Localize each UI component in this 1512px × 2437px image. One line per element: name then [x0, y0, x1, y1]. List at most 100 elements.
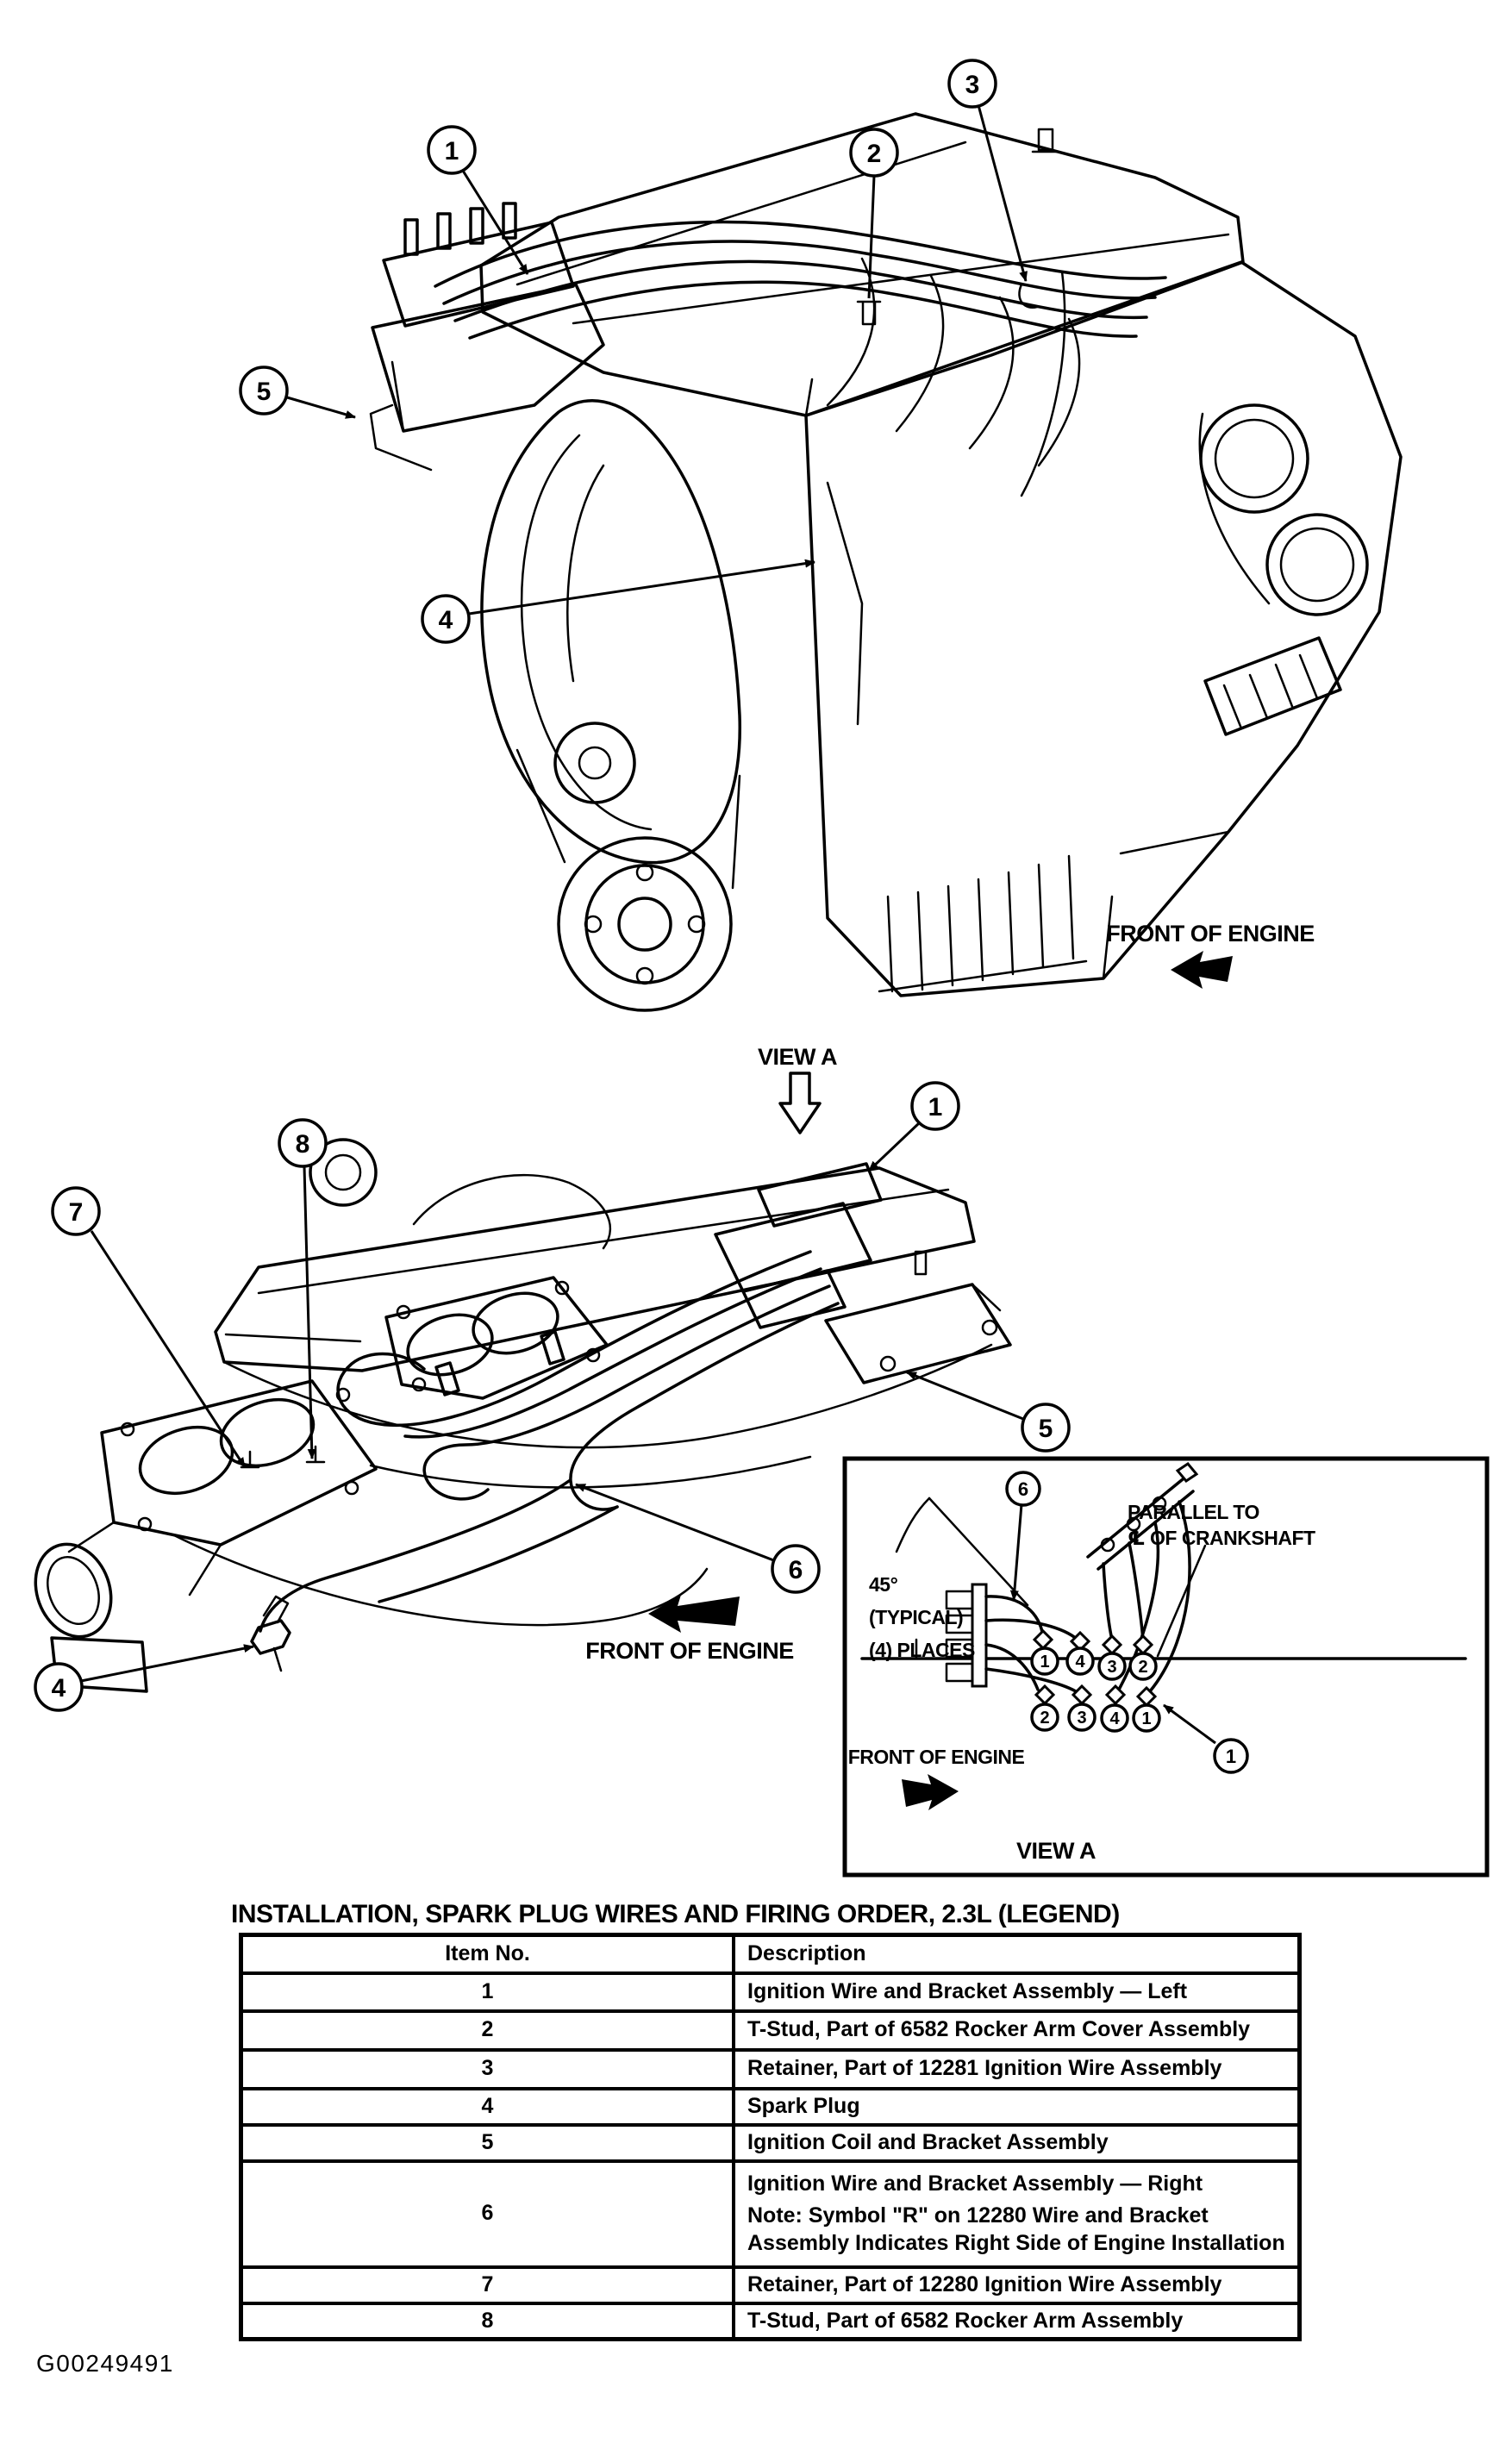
firing-num-right-top-1: 2	[1138, 1658, 1147, 1677]
callout-4-middle: 4	[34, 1644, 254, 1712]
firing-num-left-top-1: 4	[1075, 1653, 1085, 1672]
table-row: 3 Retainer, Part of 12281 Ignition Wire …	[239, 2047, 1302, 2090]
legend-description: T-Stud, Part of 6582 Rocker Arm Assembly	[732, 2301, 1302, 2341]
table-row: 5 Ignition Coil and Bracket Assembly	[239, 2122, 1302, 2163]
legend-description-note: Note: Symbol "R" on 12280 Wire and Brack…	[747, 2203, 1285, 2255]
table-row: 1 Ignition Wire and Bracket Assembly — L…	[239, 1971, 1302, 2013]
legend-col-description: Description	[732, 1933, 1302, 1975]
callout-7-middle: 7	[51, 1186, 247, 1468]
callout-1-middle: 1	[867, 1081, 960, 1172]
angle-note-line1: 45°	[869, 1573, 898, 1596]
callout-3-top-number: 3	[965, 71, 980, 99]
callout-5-middle-number: 5	[1039, 1415, 1053, 1443]
table-row: 7 Retainer, Part of 12280 Ignition Wire …	[239, 2265, 1302, 2305]
callout-6-inset: 6	[1005, 1471, 1041, 1601]
firing-num-left-bottom-0: 2	[1040, 1709, 1049, 1728]
legend-item-no: 8	[239, 2301, 735, 2341]
callout-5-top: 5	[239, 366, 356, 419]
legend-description: Ignition Wire and Bracket Assembly — Lef…	[732, 1971, 1302, 2013]
inset-front-of-engine-arrow-icon	[902, 1774, 959, 1810]
middle-front-of-engine-label: FRONT OF ENGINE	[585, 1638, 794, 1664]
table-row: 4 Spark Plug	[239, 2086, 1302, 2127]
callout-1-top: 1	[427, 125, 529, 275]
callout-6-middle-number: 6	[789, 1556, 803, 1584]
callout-4-top-number: 4	[439, 606, 453, 634]
callout-2-top-number: 2	[867, 140, 882, 168]
legend-item-no: 5	[239, 2122, 735, 2163]
angle-note-line3: (4) PLACES	[869, 1639, 975, 1661]
callout-6-middle: 6	[575, 1483, 821, 1594]
legend-description: Ignition Coil and Bracket Assembly	[732, 2122, 1302, 2163]
figure-code: G00249491	[36, 2350, 174, 2377]
left-wire-bracket	[945, 1583, 988, 1688]
firing-num-right-top-0: 3	[1107, 1658, 1116, 1677]
callout-4-top: 4	[421, 559, 815, 644]
callout-5-middle: 5	[906, 1371, 1071, 1453]
angle-reference-line	[928, 1497, 1029, 1607]
top-engine-illustration	[369, 112, 1403, 1012]
parallel-note-line1: PARALLEL TO	[1128, 1501, 1259, 1523]
legend-item-no: 7	[239, 2265, 735, 2305]
legend-description: Spark Plug	[732, 2086, 1302, 2127]
inset-front-of-engine-label: FRONT OF ENGINE	[848, 1746, 1025, 1768]
legend-table-container: Item No. Description 1 Ignition Wire and…	[239, 1933, 1302, 2341]
table-row: 2 T-Stud, Part of 6582 Rocker Arm Cover …	[239, 2009, 1302, 2052]
callout-8-middle-number: 8	[296, 1130, 310, 1159]
callout-1-middle-number: 1	[928, 1093, 943, 1122]
firing-num-left-top-0: 1	[1040, 1653, 1049, 1672]
callout-3-top: 3	[947, 59, 1028, 282]
legend-item-no: 3	[239, 2047, 735, 2090]
angle-arc	[895, 1497, 931, 1553]
ignition-coil-bracket-left	[369, 202, 605, 472]
inset-view-a-caption: VIEW A	[1016, 1838, 1096, 1864]
callout-2-top: 2	[849, 128, 899, 299]
top-front-of-engine-label: FRONT OF ENGINE	[1106, 921, 1315, 947]
legend-item-no: 1	[239, 1971, 735, 2013]
callout-7-middle-number: 7	[69, 1198, 84, 1227]
callout-1-inset: 1	[1163, 1703, 1249, 1774]
legend-item-no: 2	[239, 2009, 735, 2052]
legend-description: Retainer, Part of 12280 Ignition Wire As…	[732, 2265, 1302, 2305]
ignition-wires-draped	[259, 1250, 840, 1633]
callout-6-inset-number: 6	[1018, 1478, 1028, 1500]
callout-1-top-number: 1	[445, 137, 459, 166]
view-a-down-arrow-icon	[778, 1072, 822, 1134]
firing-order-numbers: 1 4 2 3 3 2 4 1	[1030, 1647, 1161, 1733]
engine-block-right	[804, 260, 1403, 997]
legend-description-main: Ignition Wire and Bracket Assembly — Rig…	[747, 2171, 1203, 2196]
aux-pulley	[553, 722, 636, 804]
callout-8-middle: 8	[278, 1118, 328, 1459]
crank-pulley	[515, 748, 741, 1012]
legend-table: Item No. Description 1 Ignition Wire and…	[239, 1933, 1302, 2341]
spark-plug	[250, 1595, 291, 1672]
view-a-pointer-label: VIEW A	[758, 1044, 837, 1070]
parallel-note-line2: ℄ OF CRANKSHAFT	[1128, 1527, 1315, 1549]
timing-belt-cover	[480, 399, 741, 865]
angle-note-line2: (TYPICAL)	[869, 1606, 963, 1628]
firing-num-left-bottom-1: 3	[1077, 1709, 1086, 1728]
intake-flanges	[67, 1276, 609, 1597]
legend-description: T-Stud, Part of 6582 Rocker Arm Cover As…	[732, 2009, 1302, 2052]
legend-col-item-no: Item No.	[239, 1933, 735, 1975]
table-row: 8 T-Stud, Part of 6582 Rocker Arm Assemb…	[239, 2301, 1302, 2341]
view-a-inset: 1 4 2 3 3 2 4 1 6 1	[842, 1456, 1490, 1878]
callout-5-top-number: 5	[257, 378, 272, 406]
legend-description: Ignition Wire and Bracket Assembly — Rig…	[732, 2159, 1302, 2269]
top-front-of-engine-arrow-icon	[1171, 951, 1233, 989]
legend-title: INSTALLATION, SPARK PLUG WIRES AND FIRIN…	[231, 1900, 1120, 1928]
firing-num-right-bottom-0: 4	[1109, 1709, 1120, 1728]
callout-1-inset-number: 1	[1226, 1746, 1236, 1767]
table-row: 6 Ignition Wire and Bracket Assembly — R…	[239, 2159, 1302, 2269]
middle-front-of-engine-arrow-icon	[648, 1595, 740, 1633]
callout-4-middle-number: 4	[52, 1674, 66, 1703]
legend-item-no: 4	[239, 2086, 735, 2127]
legend-item-no: 6	[239, 2159, 735, 2269]
ignition-coil-bracket-right	[714, 1162, 1012, 1384]
valve-cover-side-view	[214, 1138, 976, 1469]
retainer-target	[1018, 283, 1039, 309]
legend-description: Retainer, Part of 12281 Ignition Wire As…	[732, 2047, 1302, 2090]
middle-engine-illustration	[34, 1138, 1012, 1693]
right-bank-wires	[1086, 1462, 1199, 1708]
